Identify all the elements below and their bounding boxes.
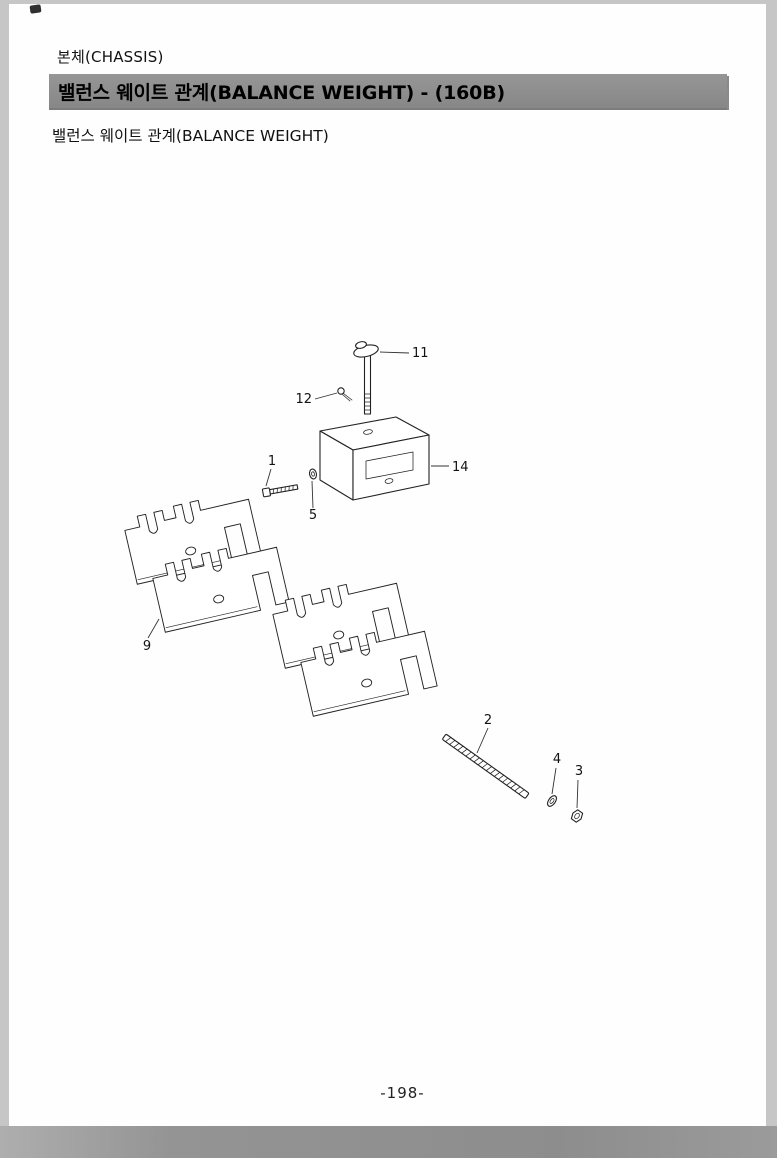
- page-sheet: 본체(CHASSIS) 밸런스 웨이트 관계(BALANCE WEIGHT) -…: [9, 4, 766, 1126]
- leader-line-12: [314, 392, 338, 400]
- chassis-header: 본체(CHASSIS): [57, 48, 164, 66]
- part-label-2: 2: [484, 713, 492, 728]
- part-9-weight-stack: [121, 488, 290, 633]
- leader-line-1: [265, 468, 272, 487]
- part-label-5: 5: [309, 508, 317, 523]
- leader-line-11: [379, 351, 410, 354]
- leader-line-2: [476, 727, 489, 754]
- leader-line-3: [576, 779, 579, 809]
- part-2-bolt: [442, 734, 529, 799]
- part-12-pin: [337, 387, 353, 402]
- part-label-11: 11: [412, 346, 429, 361]
- leader-line-9: [147, 618, 160, 639]
- part-11-bolt: [353, 341, 379, 415]
- weight-stack-center: [269, 572, 438, 717]
- section-title-bar: 밸런스 웨이트 관계(BALANCE WEIGHT) - (160B): [49, 74, 727, 108]
- leader-line-4: [551, 767, 557, 795]
- part-14-bracket: [319, 416, 430, 501]
- leader-line-5: [311, 480, 314, 509]
- part-label-9: 9: [143, 639, 151, 654]
- part-label-12: 12: [295, 392, 312, 407]
- part-4-washer: [547, 795, 557, 807]
- part-label-3: 3: [575, 764, 583, 779]
- part-1-bolt: [261, 484, 299, 498]
- section-title: 밸런스 웨이트 관계(BALANCE WEIGHT) - (160B): [58, 81, 505, 104]
- part-5-washer: [308, 468, 318, 480]
- scan-bottom-band: [0, 1126, 777, 1158]
- part-label-14: 14: [452, 460, 469, 475]
- part-label-1: 1: [268, 454, 276, 469]
- exploded-parts-diagram: 11 12 14 1 5 9 2 4 3: [121, 341, 584, 823]
- page-number: -198-: [380, 1084, 425, 1102]
- diagram-subtitle: 밸런스 웨이트 관계(BALANCE WEIGHT): [52, 127, 329, 145]
- part-label-4: 4: [553, 752, 561, 767]
- part-callouts: 11 12 14 1 5 9 2 4 3: [143, 346, 583, 809]
- part-3-nut: [570, 809, 584, 823]
